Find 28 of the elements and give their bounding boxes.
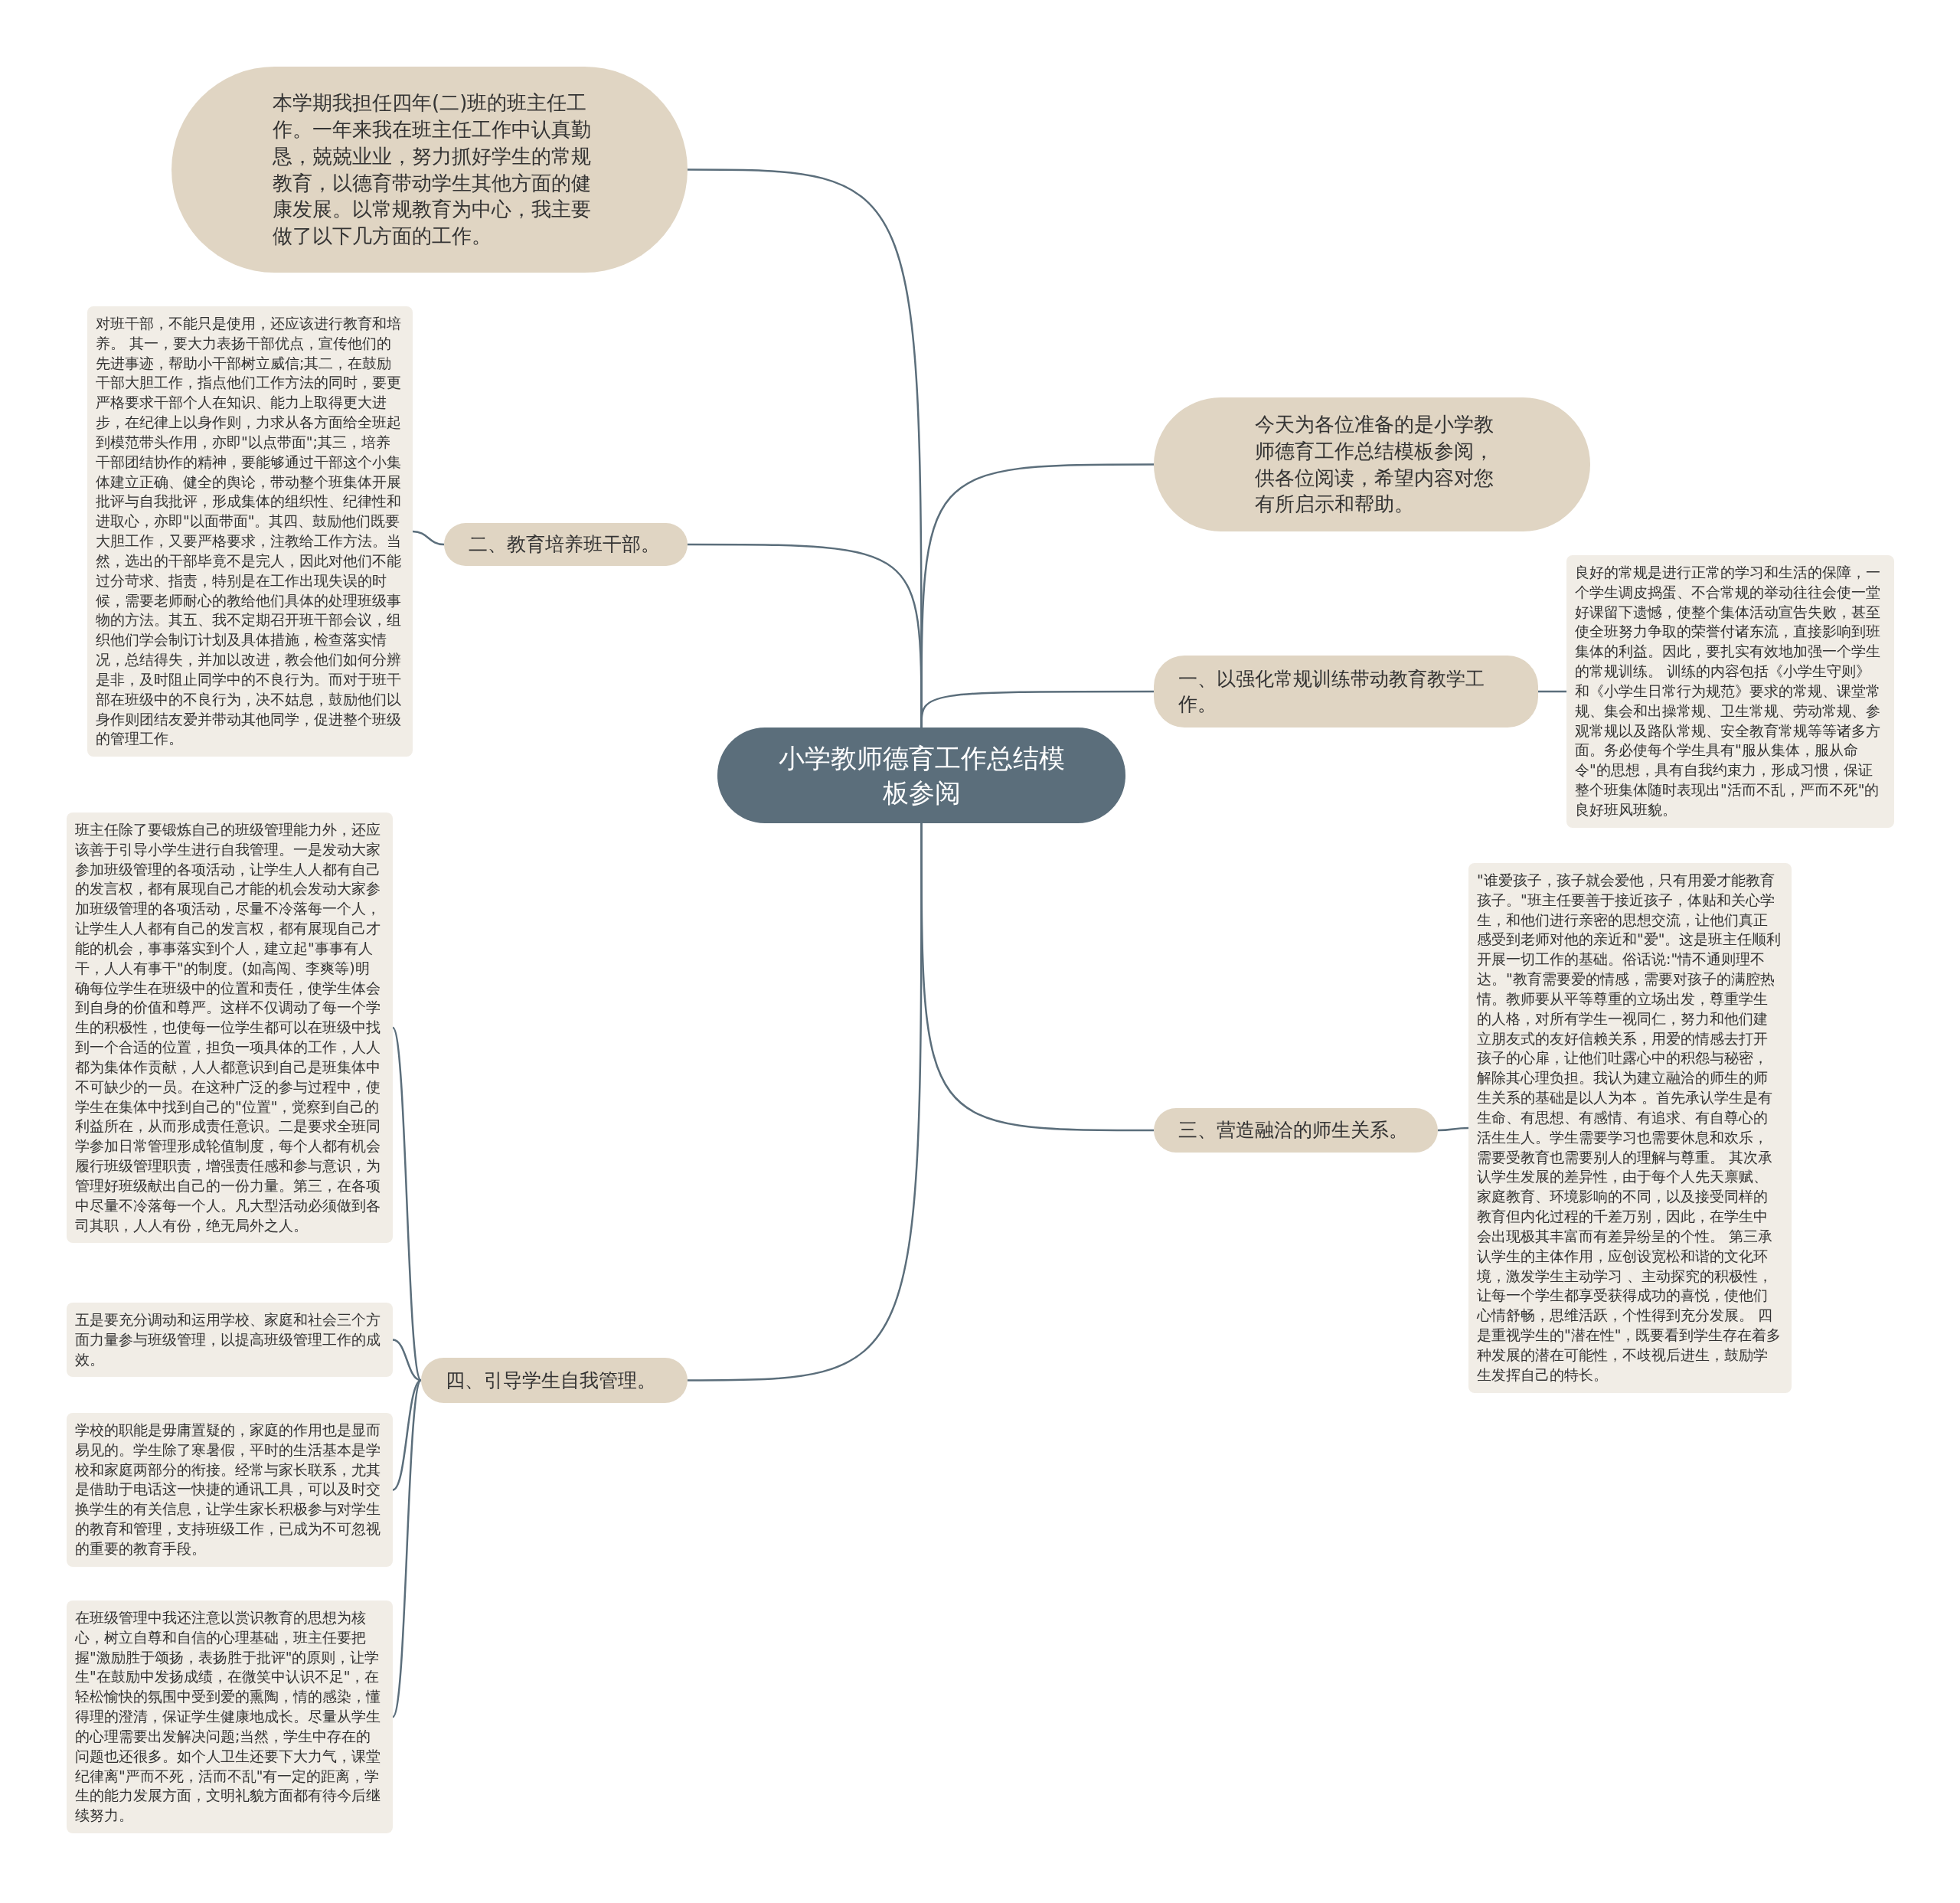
topic-text: 小学教师德育工作总结模板参阅 <box>777 742 1066 809</box>
connector-line <box>391 1379 423 1718</box>
topic-text: 学校的职能是毋庸置疑的，家庭的作用也是显而易见的。学生除了寒暑假，平时的生活基本是学校和家庭两部分的衔接。经常与家长联系，尤其是借助于电话这一快捷的通讯工具，可以及时交换学生的有关信息，让学生家长积极参与对学生的教育和管理，支持班级工作，已成为不可忽视的重要的教育手段。 <box>75 1421 381 1558</box>
connector-line <box>412 530 445 546</box>
topic-text: 一、以强化常规训练带动教育教学工作。 <box>1178 666 1485 717</box>
note-card <box>67 1303 393 1378</box>
topic-text: 本学期我担任四年(二)班的班主任工作。一年来我在班主任工作中认真勤恳，兢兢业业，努力抓好学生的常规教育，以德育带动学生其他方面的健康发展。以常规教育为中心，我主要做了以下几方面的工作。 <box>273 90 592 250</box>
topic-text: "谁爱孩子，孩子就会爱他，只有用爱才能教育孩子。"班主任要善于接近孩子，体贴和关心学生，和他们进行亲密的思想交流，让他们真正感受到老师对他的亲近和"爱"。这是班主任顺利开展一切工作的基础。俗话说:"情不通则理不达。"教育需要爱的情感，需要对孩子的满腔热情。教师要从平等尊重的立场出发，尊重学生的人格，对所有学生一视同仁，努力和他们建立朋友式的友好信赖关系，用爱的情感去打开孩子的心扉，让他们吐露心中的积怨与秘密，解除其心理负担。我认为建立融洽的师生的师生关系的基础是以人为本 。首先承认学生是有生命、有思想、有感情、有追求、有自尊心的活生生人。学生需要学习也需要休息和欢乐，需要受教育也需要别人的理解与尊重。 其次承认学生发展的差异性，由于每个人先天禀赋、家庭教育、环境影响的不同，以及接受同样的教育但内化过程的千差万别，因此，在学生中会出现极其丰富而有差异纷呈的个性。 第三承认学生的主体作用，应创设宽松和谐的文化环境，激发学生主动学习 、主动探究的积极性，让每一个学生都享受获得成功的喜悦，使他们心情舒畅，思维活跃，个性得到充分发展。 四是重视学生的"潜在性"，既要看到学生存在着多种发展的潜在可能性，不歧视后进生，鼓励学生发挥自己的特长。 <box>1477 871 1782 1385</box>
topic-text: 四、引导学生自我管理。 <box>446 1368 656 1393</box>
connector-line <box>688 823 923 1381</box>
branch-topic <box>1154 656 1538 728</box>
topic-text: 三、营造融洽的师生关系。 <box>1178 1118 1408 1143</box>
topic-text: 在班级管理中我还注意以赏识教育的思想为核心，树立自尊和自信的心理基础，班主任要把握"激励胜于颂扬，表扬胜于批评"的原则，让学生"在鼓励中发扬成绩，在微笑中认识不足"，在轻松愉快的氛围中受到爱的熏陶，情的感染，懂得理的澄清，保证学生健康地成长。尽量从学生的心理需要出发解决问题;当然，学生中存在的问题也还很多。如个人卫生还要下大力气，课堂纪律离"严而不死，活而不乱"有一定的距离，学生的能力发展方面，文明礼貌方面都有待今后继续努力。 <box>75 1608 381 1826</box>
connector-line <box>391 1027 423 1381</box>
branch-topic <box>444 523 688 566</box>
connector-line <box>392 1339 422 1381</box>
connector-line <box>1538 690 1566 693</box>
topic-text: 对班干部，不能只是使用，还应该进行教育和培养。 其一，要大力表扬干部优点，宣传他们的先进事迹，帮助小干部树立威信;其二，在鼓励干部大胆工作，指点他们工作方法的同时，要更严格要求干部个人在知识、能力上取得更大进步，在纪律上以身作则，力求从各方面给全班起到模范带头作用，亦即"以点带面";其三，培养干部团结协作的精神，要能够通过干部这个小集体建立正确、健全的舆论，带动整个班集体开展批评与自我批评，形成集体的组织性、纪律性和进取心，亦即"以面带面"。其四、鼓励他们既要大胆工作，又要严格要求，注教给工作方法。当然，选出的干部毕竟不是完人，因此对他们不能过分苛求、指责，特别是在工作出现失误的时候，需要老师耐心的教给他们具体的处理班级事物的方法。其五、我不定期召开班干部会议，组织他们学会制订计划及具体措施，检查落实情况，总结得失，并加以改进，教会他们如何分辨是非，及时阻止同学中的不良行为。而对于班干部在班级中的不良行为，决不姑息，鼓励他们以身作则团结友爱并带动其他同学，促进整个班级的管理工作。 <box>96 314 402 749</box>
topic-text: 五是要充分调动和运用学校、家庭和社会三个方面力量参与班级管理，以提高班级管理工作的成效。 <box>75 1310 381 1369</box>
connector-line <box>392 1379 422 1491</box>
topic-text: 班主任除了要锻炼自己的班级管理能力外，还应该善于引导小学生进行自我管理。一是发动大家参加班级管理的各项活动，让学生人人都有自己的发言权，都有展现自己才能的机会发动大家参加班级管理的各项活动，尽量不冷落每一个人，让学生人人都有自己的发言权，都有展现自己才能的机会，事事落实到个人，建立起"事事有人干，人人有事干"的制度。(如高闯、李爽等)明确每位学生在班级中的位置和责任，使学生体会到自身的价值和尊严。这样不仅调动了每一个学生的积极性，也使每一位学生都可以在班级中找到一个合适的位置，担负一项具体的工作，人人都为集体作贡献，人人都意识到自己是班集体中不可缺少的一员。在这种广泛的参与过程中，使学生在集体中找到自己的"位置"，觉察到自己的利益所在，从而形成责任意识。二是要求全班同学参加日常管理形成轮值制度，每个人都有机会履行班级管理职责，增强责任感和参与意识，为管理好班级献出自己的一份力量。第三，在各项中尽量不冷落每一个人。凡大型活动必须做到各司其职，人人有份，绝无局外之人。 <box>75 820 381 1235</box>
branch-topic <box>1154 1108 1438 1153</box>
topic-text: 二、教育培养班干部。 <box>469 532 660 557</box>
note-card <box>67 1413 393 1567</box>
connector-line <box>920 690 1154 728</box>
topic-text: 今天为各位准备的是小学教师德育工作总结模板参阅，供各位阅读，希望内容对您有所启示和帮助。 <box>1255 412 1494 518</box>
connector-line <box>1438 1126 1468 1132</box>
topic-text: 良好的常规是进行正常的学习和生活的保障，一个学生调皮捣蛋、不合常规的举动往往会使一堂好课留下遗憾，使整个集体活动宣告失败，甚至使全班努力争取的荣誉付诸东流，直接影响到班集体的利益。因此，要扎实有效地加强一个学生的常规训练。 训练的内容包括《小学生守则》和《小学生日常行为规范》要求的常规、课堂常规、集会和出操常规、卫生常规、劳动常规、参观常规以及路队常规、安全教育常规等等诸多方面。务必使每个学生具有"服从集体，服从命令"的思想，具有自我约束力，形成习惯，保证整个班集体随时表现出"活而不乱，严而不死"的良好班风班貌。 <box>1575 563 1881 819</box>
